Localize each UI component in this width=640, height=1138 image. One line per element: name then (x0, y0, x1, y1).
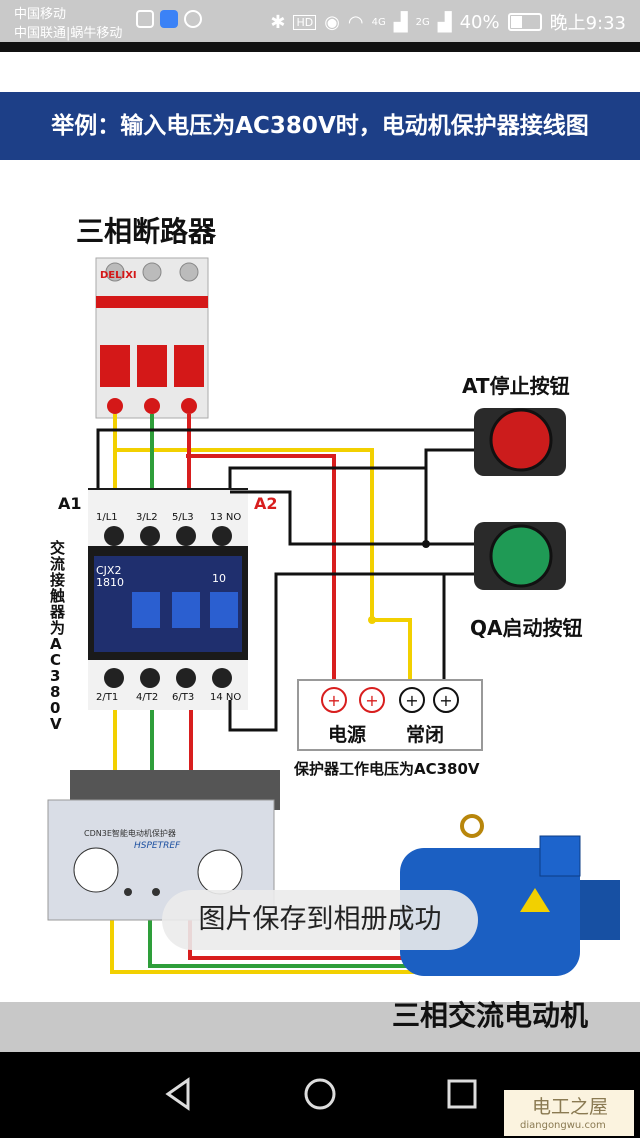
watermark-title: 电工之屋 (532, 1096, 609, 1118)
power-label: 电源 (328, 724, 367, 746)
protector-model: CDN3E智能电动机保护器 (84, 828, 176, 838)
junction-dot-2 (422, 540, 430, 548)
start-button (474, 522, 566, 590)
carrier-1: 中国移动 (14, 7, 67, 22)
notification-icon (184, 10, 202, 28)
signal-icon: ▟ (393, 11, 408, 33)
green-wires (148, 414, 440, 968)
svg-text:+: + (439, 691, 452, 710)
save-toast: 图片保存到相册成功 (162, 890, 478, 950)
bottom-band (0, 1002, 640, 1052)
terminal-bottom-2: 4/T2 (136, 692, 158, 703)
shield-icon (136, 10, 154, 28)
signal-icon-2: ▟ (437, 11, 452, 33)
clock: 晚上9:33 (549, 13, 626, 34)
eye-icon: ◉ (324, 11, 340, 33)
circuit-breaker (95, 257, 209, 419)
junction-dot (368, 616, 376, 624)
terminal-top-4: 13 NO (210, 512, 241, 523)
stop-button-label: AT停止按钮 (462, 374, 570, 398)
back-icon[interactable] (154, 1070, 202, 1118)
watermark: 电工之屋 diangongwu.com (504, 1090, 634, 1136)
wifi-icon: ◠ (347, 11, 364, 33)
a2-label: A2 (254, 494, 278, 513)
terminal-bottom-1: 2/T1 (96, 692, 118, 703)
terminal-top-3: 5/L3 (172, 512, 194, 523)
home-icon[interactable] (296, 1070, 344, 1118)
network-4g: 4G (371, 16, 386, 28)
watermark-url: diangongwu.com (520, 1120, 606, 1131)
motor-label: 三相交流电动机 (392, 999, 589, 1032)
nc-label: 常闭 (406, 724, 445, 746)
protector-voltage-label: 保护器工作电压为AC380V (294, 760, 480, 778)
carrier-2: 中国联通|蜗牛移动 (14, 26, 123, 41)
breaker-brand: DELIXI (100, 270, 137, 281)
terminal-top-2: 3/L2 (136, 512, 158, 523)
wiring-diagram[interactable]: + + + + DELIXI 1/L1 3/L2 5/L3 13 NO 2/T1… (0, 160, 640, 1000)
svg-text:+: + (365, 691, 378, 710)
contactor (88, 488, 248, 710)
protector-terminal-box: + + + + (297, 679, 483, 751)
contactor-side-label: 交流接触器为AC380V (50, 539, 66, 733)
terminal-bottom-4: 14 NO (210, 692, 241, 703)
bluetooth-icon: ✱ (270, 11, 286, 33)
contactor-num: 10 (212, 572, 226, 585)
breaker-title: 三相断路器 (76, 215, 217, 248)
network-2g: 2G (415, 16, 430, 28)
a1-label: A1 (58, 494, 82, 513)
protector-brand: HSPETREF (134, 841, 181, 851)
black-wires (96, 428, 474, 732)
status-bar: 中国移动 中国联通|蜗牛移动 ✱ HD ◉ ◠ 4G ▟ 2G ▟ 40% 晚上… (0, 0, 640, 42)
diagram-banner: 举例：输入电压为AC380V时，电动机保护器接线图 (0, 92, 640, 160)
app-icon (160, 10, 178, 28)
app-top-bar (0, 42, 640, 52)
battery-icon (507, 13, 542, 31)
contactor-code: 1810 (96, 576, 124, 589)
svg-text:+: + (405, 691, 418, 710)
hd-badge: HD (293, 14, 317, 30)
start-button-label: QA启动按钮 (470, 616, 583, 640)
contactor-model: CJX2 (96, 564, 121, 577)
terminal-bottom-3: 6/T3 (172, 692, 194, 703)
battery-percent: 40% (459, 11, 500, 33)
stop-button (474, 408, 566, 476)
svg-text:+: + (327, 691, 340, 710)
terminal-top-1: 1/L1 (96, 512, 118, 523)
recents-icon[interactable] (438, 1070, 486, 1118)
